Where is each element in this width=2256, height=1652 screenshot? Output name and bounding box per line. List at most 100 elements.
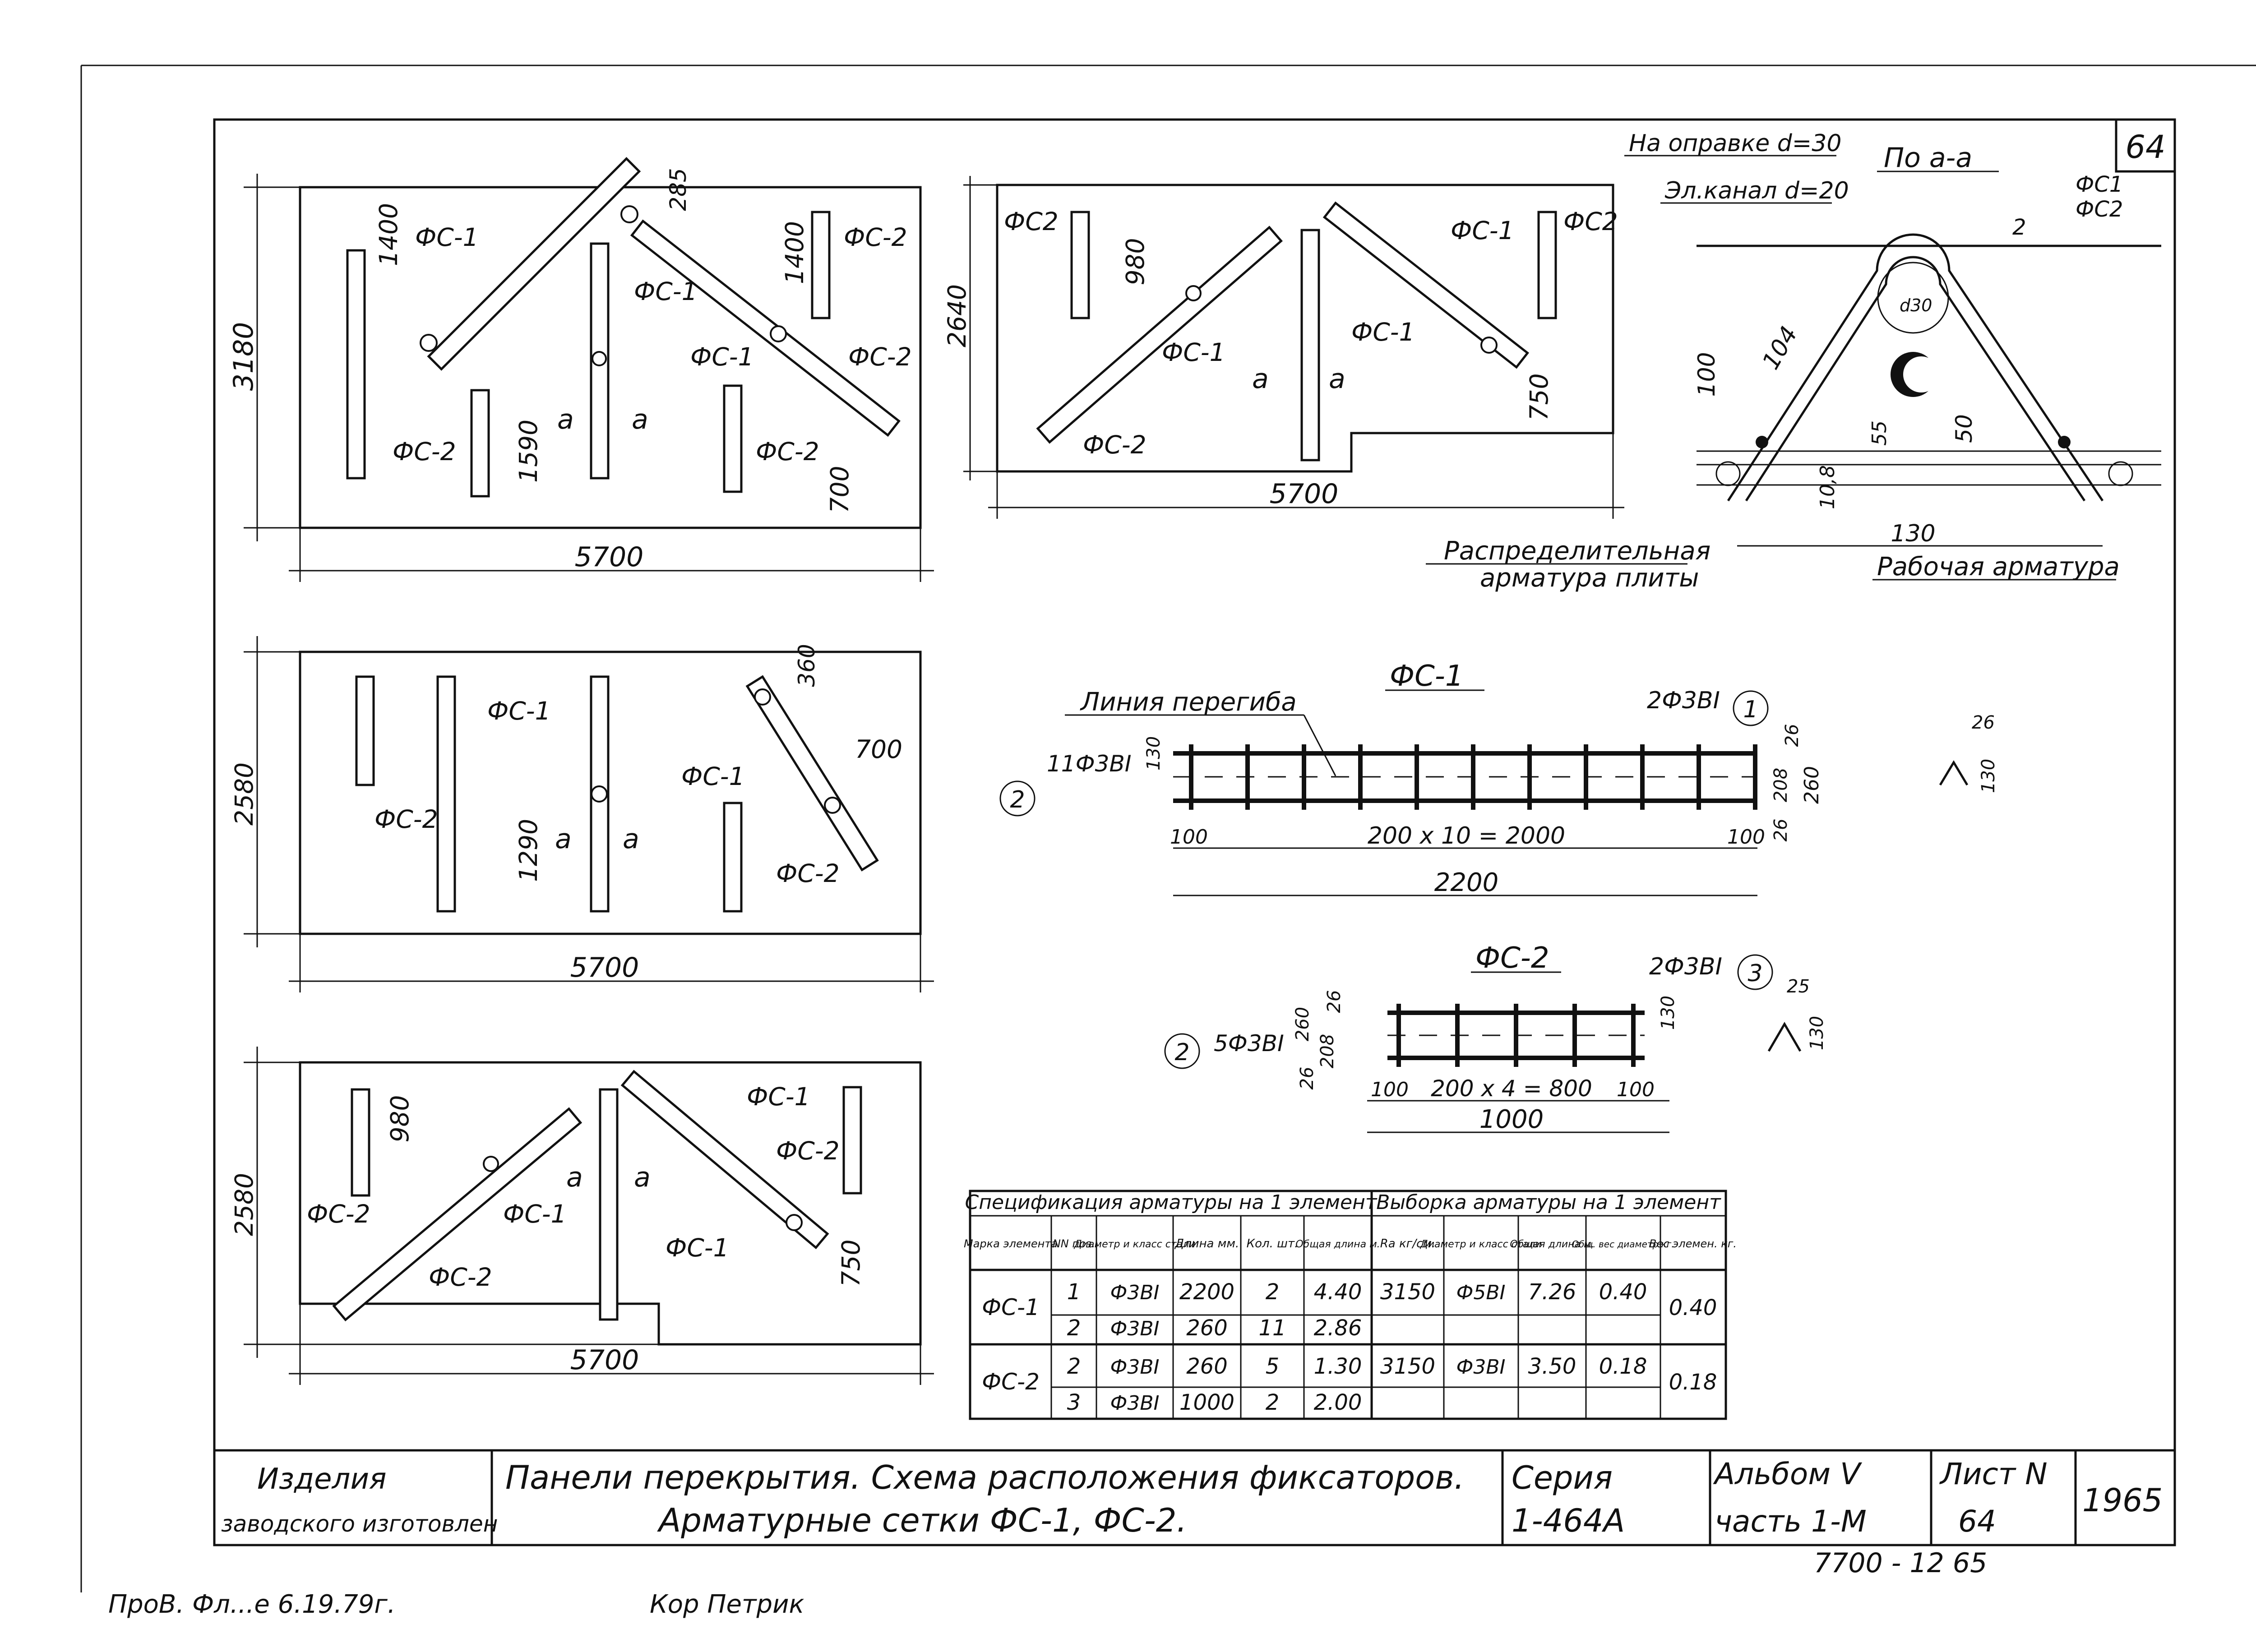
row2-length: 260: [1186, 1315, 1228, 1341]
row1-diam: Ф3ВI: [1110, 1281, 1159, 1304]
row4-diam: Ф3ВI: [1110, 1392, 1159, 1415]
panel-4: 2580 5700 980 750 ФС-1 ФС-1 ФС-1 ФС-2 ФС…: [230, 1047, 934, 1385]
fc1-rod-2: 11Ф3ВI: [1047, 751, 1132, 777]
fc2-dim-208: 208: [1317, 1034, 1338, 1068]
p1-section-a1: а: [557, 404, 574, 435]
row1-pos: 1: [1067, 1279, 1081, 1305]
row2-pos: 2: [1067, 1315, 1081, 1341]
row1-total2: 7.26: [1528, 1279, 1576, 1305]
fc1-rod-1: 2Ф3ВI: [1647, 687, 1720, 714]
mesh-fc1: ФС-1 Линия перегиба 2Ф3ВI 1 2 11Ф3ВI 130…: [999, 660, 1999, 897]
table-title-spec: Спецификация арматуры на 1 элемент: [965, 1191, 1378, 1214]
p3-label-fc1-a: ФС-1: [487, 697, 551, 725]
fc1-bend-line: Линия перегиба: [1080, 688, 1297, 717]
tb-code: 7700 - 12 65: [1814, 1547, 1987, 1579]
title-block: Изделия заводского изготовлен Панели пер…: [214, 1449, 2175, 1579]
fc1-dim-26b: 26: [1771, 819, 1791, 842]
p2-label-fc1-a: ФС-1: [1451, 216, 1514, 245]
fc1-dim-260: 260: [1800, 766, 1823, 804]
fc1-cross-rods: [1189, 744, 1757, 810]
p2-label-fc2-a: ФС2: [1004, 207, 1059, 236]
fc2-cross-rods: [1396, 1004, 1636, 1067]
p4-section-a2: а: [634, 1162, 651, 1193]
tb-title-1: Панели перекрытия. Схема расположения фи…: [505, 1458, 1465, 1496]
p3-height: 2580: [230, 762, 259, 826]
p1-height: 3180: [228, 322, 259, 391]
tb-year: 1965: [2082, 1482, 2163, 1519]
section-a-a: По а-а На оправке d=30 Эл.канал d=20 d30…: [1426, 130, 2161, 593]
row1-ra: 3150: [1380, 1279, 1435, 1305]
p1-label-fc2-c: ФС-2: [393, 437, 456, 466]
panel-1: 3180 5700 1400 285 1400 1590 700 ФС-1 ФС…: [228, 157, 934, 582]
fc2-rod-2: 5Ф3ВI: [1214, 1030, 1284, 1057]
fc2-dim-100a: 100: [1371, 1078, 1409, 1101]
section-dim-2: 2: [2012, 215, 2026, 240]
p2-section-a1: а: [1252, 363, 1269, 395]
p2-height: 2640: [943, 284, 971, 347]
row2-total: 2.86: [1314, 1315, 1362, 1341]
footer-check: ПроВ. Фл...е 6.19.79г.: [108, 1590, 396, 1619]
drawing-frame: [213, 118, 2176, 1546]
p3-label-fc1-b: ФС-1: [681, 762, 745, 791]
p1-dim-1400b: 1400: [780, 221, 809, 284]
fc1-dim-130: 130: [1143, 736, 1164, 771]
p3-dim-360: 360: [794, 644, 820, 687]
row3-diam2: Ф3ВI: [1456, 1356, 1505, 1379]
row1-qty: 2: [1266, 1279, 1280, 1305]
section-dim-130: 130: [1891, 520, 1935, 547]
tb-series-value: 1-464А: [1512, 1502, 1625, 1539]
fc1-dim-208: 208: [1771, 768, 1791, 802]
row4-length: 1000: [1179, 1390, 1234, 1415]
row3-total: 1.30: [1314, 1354, 1362, 1379]
fc2-dim-26a: 26: [1324, 990, 1345, 1013]
fc2-title: ФС-2: [1475, 941, 1549, 975]
row1-weight: 0.40: [1599, 1279, 1647, 1305]
row1-length: 2200: [1179, 1279, 1234, 1305]
fc1-dim-span: 200 x 10 = 2000: [1368, 822, 1565, 849]
row4-qty: 2: [1266, 1390, 1280, 1415]
p2-dim-750: 750: [1525, 374, 1553, 421]
row2-diam: Ф3ВI: [1110, 1317, 1159, 1340]
p1-label-fc2-b: ФС-2: [848, 342, 912, 371]
fc1-dim-100a: 100: [1170, 826, 1208, 849]
fc2-dim-total: 1000: [1479, 1105, 1544, 1134]
th-ra: Ra кг/см.: [1380, 1237, 1436, 1251]
fc2-dim-260: 260: [1292, 1007, 1313, 1041]
row3-mark: ФС-2: [982, 1369, 1040, 1395]
section-d30: d30: [1900, 295, 1932, 315]
p1-section-a2: а: [632, 404, 648, 435]
row1-total: 4.40: [1314, 1279, 1362, 1305]
p1-label-fc1-b: ФС-1: [634, 277, 698, 306]
tb-series-label: Серия: [1512, 1459, 1613, 1496]
section-mandrel: На оправке d=30: [1629, 130, 1842, 157]
p4-section-a1: а: [566, 1162, 583, 1193]
p2-dim-980: 980: [1121, 238, 1150, 286]
row3-total2: 3.50: [1528, 1354, 1576, 1379]
section-title: По а-а: [1884, 142, 1972, 174]
row1-mark: ФС-1: [982, 1294, 1040, 1320]
p1-label-fc1-a: ФС-1: [415, 223, 479, 252]
row3-element-weight: 0.18: [1669, 1370, 1717, 1395]
th-total-length-2: Общая длина м.: [1510, 1239, 1594, 1250]
p4-label-fc2-c: ФС-2: [429, 1263, 492, 1292]
section-fc2: ФС2: [2076, 197, 2123, 222]
row3-pos: 2: [1067, 1354, 1081, 1379]
fc2-pos-2: 2: [1174, 1039, 1189, 1066]
p3-dim-1290: 1290: [514, 819, 543, 882]
row2-qty: 11: [1258, 1315, 1286, 1341]
section-dim-50: 50: [1951, 414, 1977, 443]
tb-product-1: Изделия: [257, 1463, 387, 1496]
section-dist-label-1: Распределительная: [1444, 536, 1710, 566]
th-total-weight: Общ. вес диаметр кг.: [1572, 1239, 1674, 1250]
tb-sheet-label: Лист N: [1939, 1457, 2048, 1491]
section-channel: Эл.канал d=20: [1664, 177, 1849, 204]
panel-3: 2580 5700 360 700 1290 ФС-1 ФС-1 ФС-2 ФС…: [230, 636, 934, 992]
mesh-fc2: ФС-2 2Ф3ВI 3 2 5Ф3ВI 260 208 26 26 130 1…: [1164, 941, 1827, 1134]
p4-dim-750: 750: [837, 1240, 865, 1287]
p4-label-fc2-b: ФС-2: [307, 1200, 370, 1228]
tb-title-2: Арматурные сетки ФС-1, ФС-2.: [657, 1501, 1187, 1539]
section-fc1: ФС1: [2076, 172, 2123, 197]
p1-dim-1590: 1590: [514, 420, 543, 483]
fc1-detail-130: 130: [1978, 759, 1999, 793]
p4-label-fc1-b: ФС-1: [503, 1200, 567, 1228]
